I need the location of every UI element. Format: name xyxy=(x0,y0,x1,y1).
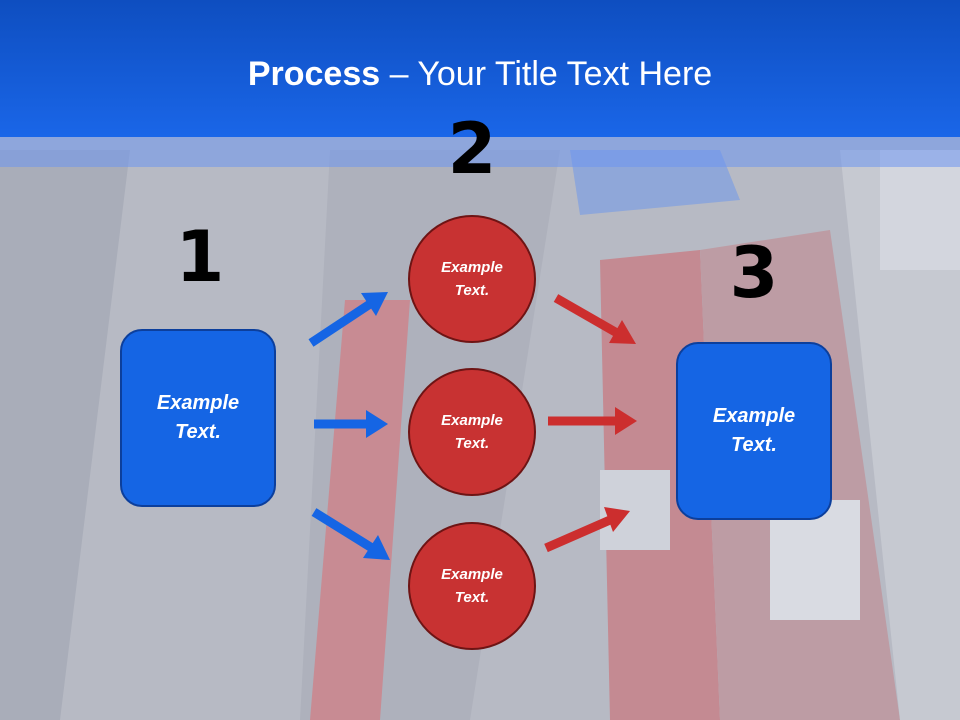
title-bold: Process xyxy=(247,55,381,93)
arrow-bottom-to-end xyxy=(544,507,630,553)
arrow-start-to-top xyxy=(308,292,388,347)
arrow-center-to-end xyxy=(548,407,637,435)
title-bar xyxy=(0,0,960,137)
step-number-2: 2 xyxy=(447,108,497,190)
step-number-1: 1 xyxy=(175,216,225,298)
arrow-start-to-center xyxy=(314,410,388,438)
step-number-3: 3 xyxy=(729,232,779,314)
title-bar-band xyxy=(0,137,960,167)
title-rest: – Your Title Text Here xyxy=(380,55,713,93)
arrow-top-to-end xyxy=(553,294,636,344)
arrow-start-to-bottom xyxy=(311,508,390,560)
slide-title: Process – Your Title Text Here xyxy=(0,52,960,96)
